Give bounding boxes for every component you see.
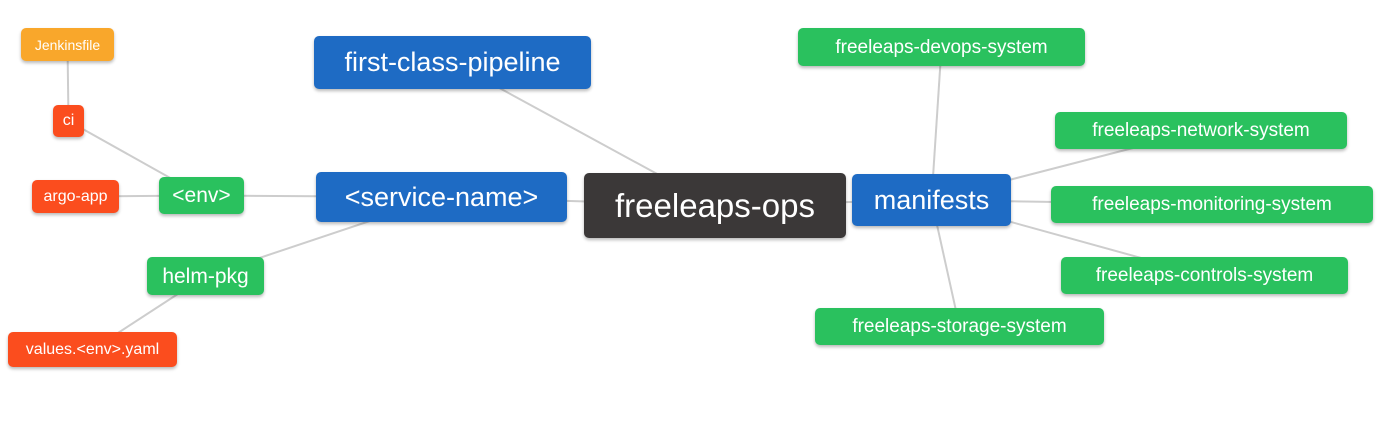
node-label: freeleaps-controls-system xyxy=(1095,265,1314,286)
node-env[interactable]: <env> xyxy=(159,177,244,214)
node-label: helm-pkg xyxy=(162,264,249,288)
node-first-class-pipeline[interactable]: first-class-pipeline xyxy=(314,36,591,89)
node-label: freeleaps-ops xyxy=(615,187,815,224)
node-label: freeleaps-network-system xyxy=(1092,120,1310,141)
node-argo-app[interactable]: argo-app xyxy=(32,180,119,213)
node-jenkinsfile[interactable]: Jenkinsfile xyxy=(21,28,114,61)
node-label: manifests xyxy=(873,184,990,215)
node-label: argo-app xyxy=(43,187,108,205)
node-label: ci xyxy=(62,112,75,129)
node-service-name[interactable]: <service-name> xyxy=(316,172,567,222)
node-label: freeleaps-devops-system xyxy=(835,36,1048,58)
node-manifests[interactable]: manifests xyxy=(852,174,1011,226)
node-label: <env> xyxy=(172,184,231,207)
node-label: first-class-pipeline xyxy=(344,47,561,77)
node-values-env-yaml[interactable]: values.<env>.yaml xyxy=(8,332,177,367)
node-controls-system[interactable]: freeleaps-controls-system xyxy=(1061,257,1348,294)
node-storage-system[interactable]: freeleaps-storage-system xyxy=(815,308,1104,345)
node-ci[interactable]: ci xyxy=(53,105,84,137)
node-freeleaps-ops[interactable]: freeleaps-ops xyxy=(584,173,846,238)
node-label: freeleaps-storage-system xyxy=(852,316,1067,337)
node-label: values.<env>.yaml xyxy=(25,340,160,358)
node-monitoring-system[interactable]: freeleaps-monitoring-system xyxy=(1051,186,1373,223)
node-label: <service-name> xyxy=(344,181,539,212)
node-network-system[interactable]: freeleaps-network-system xyxy=(1055,112,1347,149)
node-devops-system[interactable]: freeleaps-devops-system xyxy=(798,28,1085,66)
node-label: freeleaps-monitoring-system xyxy=(1092,194,1332,215)
node-helm-pkg[interactable]: helm-pkg xyxy=(147,257,264,295)
node-label: Jenkinsfile xyxy=(34,36,101,53)
